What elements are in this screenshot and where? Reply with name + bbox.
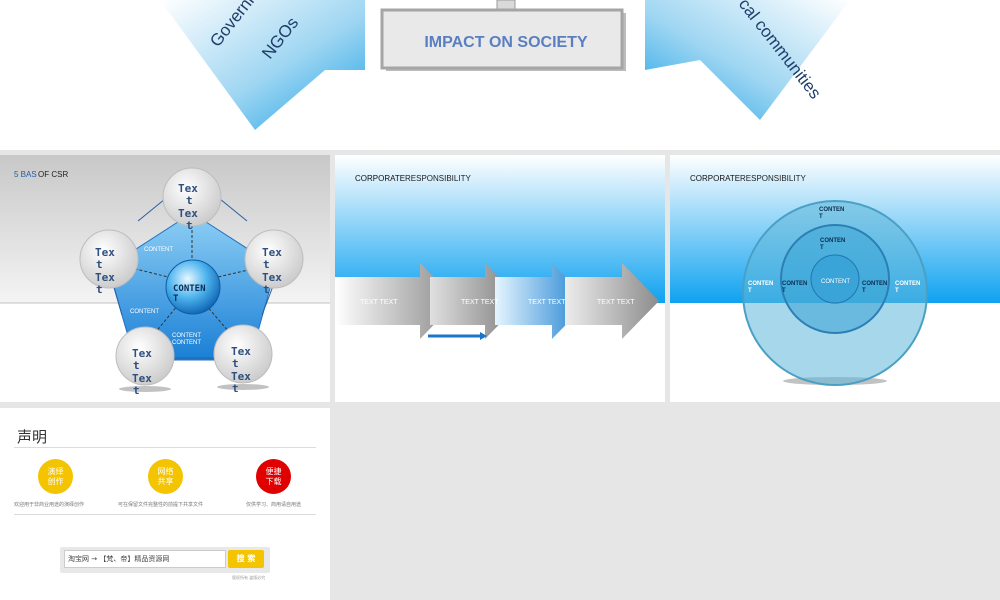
bubble-shadow-5	[217, 384, 269, 390]
middle-top-label-1: CONTEN	[820, 238, 845, 244]
right-inner-label-1: CONTEN	[862, 281, 887, 287]
outer-top-label-1: CONTEN	[819, 207, 844, 213]
bubble-left-line-3: Tex	[95, 271, 115, 284]
circles-title-bold: CORPORATE	[690, 174, 740, 183]
bubble-bl-line-4: t	[133, 384, 140, 397]
bubble-top-line-4: t	[186, 219, 193, 232]
csr-center-label-2: T	[173, 294, 179, 304]
badge-download: 便捷 下载	[256, 459, 291, 494]
arrows-title-bold: CORPORATE	[355, 174, 405, 183]
right-arrow-shape	[645, 0, 850, 120]
bubble-text-bottom-left: Tex t Tex t	[132, 347, 152, 397]
bubble-left-line-4: t	[96, 283, 103, 296]
csr-center-label-1: CONTEN	[173, 284, 206, 294]
center-box-text: IMPACT ON SOCIETY	[424, 34, 588, 51]
badge-share-line2: 共享	[157, 477, 174, 486]
bubble-right-line-1: Tex	[262, 246, 282, 259]
center-box	[380, 8, 624, 70]
circles-diagram: CORPORATE RESPONSIBILITY CONTEN T CONTEN…	[670, 155, 1000, 402]
csr-center-ball	[165, 259, 221, 315]
arrow-shape-1	[335, 263, 457, 339]
arrow-label-3: TEXT TEXT	[528, 299, 566, 306]
bubble-right-line-3: Tex	[262, 271, 282, 284]
bubble-right-line-4: t	[263, 283, 270, 296]
csr-content-label-3: CONTENT	[172, 333, 201, 339]
badge-remix-line1: 演绎	[47, 467, 64, 476]
arrow-shape-4	[565, 263, 659, 339]
bubble-left	[79, 229, 139, 289]
bubble-right-line-2: t	[263, 258, 270, 271]
arrows-title-rest: RESPONSIBILITY	[405, 174, 471, 183]
bubble-top-line-3: Tex	[178, 207, 198, 220]
badge-share: 网络 共享	[148, 459, 183, 494]
bubble-top-line-1: Tex	[178, 182, 198, 195]
arrow-label-1: TEXT TEXT	[360, 299, 398, 306]
bubble-text-left: Tex t Tex t	[95, 246, 115, 296]
search-button[interactable]: 搜 索	[228, 550, 264, 568]
small-blue-arrow-head	[480, 332, 487, 340]
badges-divider	[14, 514, 316, 515]
left-outer-label-1: CONTEN	[748, 281, 773, 287]
outer-top-label-2: T	[819, 214, 823, 220]
inner-circle	[810, 254, 860, 304]
bubble-br-line-1: Tex	[231, 345, 251, 358]
left-inner-label-1: CONTEN	[782, 281, 807, 287]
bubble-bottom-right	[213, 324, 273, 384]
middle-top-label-2: T	[820, 245, 824, 251]
badge-share-line1: 网络	[157, 467, 174, 476]
csr-content-label-2: CONTENT	[130, 309, 159, 315]
left-arrow-shape	[160, 0, 365, 130]
bubble-bl-line-1: Tex	[132, 347, 152, 360]
impact-diagram: IMPACT ON SOCIETY Governm NGOs cal commu…	[160, 0, 850, 130]
badge-remix-caption: 欢迎用于非商业用途的演绎创作	[14, 502, 85, 508]
csr-content-label-4: CONTENT	[172, 340, 201, 346]
badge-download-line2: 下载	[265, 477, 282, 486]
arrow-label-4: TEXT TEXT	[597, 299, 635, 306]
heading-divider	[14, 447, 316, 448]
declaration-heading: 声明	[17, 428, 48, 446]
badge-remix: 演绎 创作	[38, 459, 73, 494]
bubble-br-line-2: t	[232, 357, 239, 370]
bubble-br-line-3: Tex	[231, 370, 251, 383]
search-input[interactable]	[64, 550, 226, 568]
bubble-text-bottom-right: Tex t Tex t	[231, 345, 251, 395]
bubble-left-line-2: t	[96, 258, 103, 271]
circles-title-rest: RESPONSIBILITY	[740, 174, 806, 183]
bubble-top-line-2: t	[186, 194, 193, 207]
badge-remix-line2: 创作	[47, 477, 64, 486]
search-bar: 搜 索	[60, 547, 270, 573]
bubble-right	[244, 229, 304, 289]
left-inner-label-2: T	[782, 288, 786, 294]
impact-slide: IMPACT ON SOCIETY Governm NGOs cal commu…	[0, 0, 1000, 150]
right-inner-label-2: T	[862, 288, 866, 294]
csr-content-label-1: CONTENT	[144, 247, 173, 253]
badge-share-caption: 可在保留文件完整性的前提下共享文件	[118, 502, 204, 508]
csr-slide: 5 BAS OF CSR CONTEN T CONTENT CONTENT CO…	[0, 155, 330, 402]
bubble-text-right: Tex t Tex t	[262, 246, 282, 296]
bubble-br-line-4: t	[232, 382, 239, 395]
bubble-text-top: Tex t Tex t	[178, 182, 198, 232]
csr-title-rest: OF CSR	[38, 170, 68, 179]
bubble-bl-line-3: Tex	[132, 372, 152, 385]
bubble-bl-line-2: t	[133, 359, 140, 372]
footer-small-text: 版权所有 盗版必究	[232, 575, 266, 580]
left-outer-label-2: T	[748, 288, 752, 294]
badge-download-line1: 便捷	[265, 467, 282, 476]
bubble-shadow-4	[119, 386, 171, 392]
declaration-slide: 声明 演绎 创作 网络 共享 便捷 下载 欢迎用于非商业用途的演绎创作 可在保留…	[0, 408, 330, 600]
bubble-bottom-left	[115, 326, 175, 386]
right-outer-label-1: CONTEN	[895, 281, 920, 287]
csr-diagram: 5 BAS OF CSR CONTEN T CONTENT CONTENT CO…	[0, 155, 330, 397]
arrows-diagram: CORPORATE RESPONSIBILITY TEXT TEXT TEXT …	[335, 155, 665, 402]
bubble-left-line-1: Tex	[95, 246, 115, 259]
arrow-label-2: TEXT TEXT	[461, 299, 499, 306]
badge-download-caption: 仅供学习、商用请自用途	[246, 502, 302, 508]
right-outer-label-2: T	[895, 288, 899, 294]
responsibility-circles-slide: CORPORATE RESPONSIBILITY CONTEN T CONTEN…	[670, 155, 1000, 402]
center-label: CONTENT	[821, 279, 850, 285]
responsibility-arrows-slide: CORPORATE RESPONSIBILITY TEXT TEXT TEXT …	[335, 155, 665, 402]
csr-title-highlight: 5 BAS	[14, 170, 37, 179]
bubble-top	[162, 167, 222, 227]
